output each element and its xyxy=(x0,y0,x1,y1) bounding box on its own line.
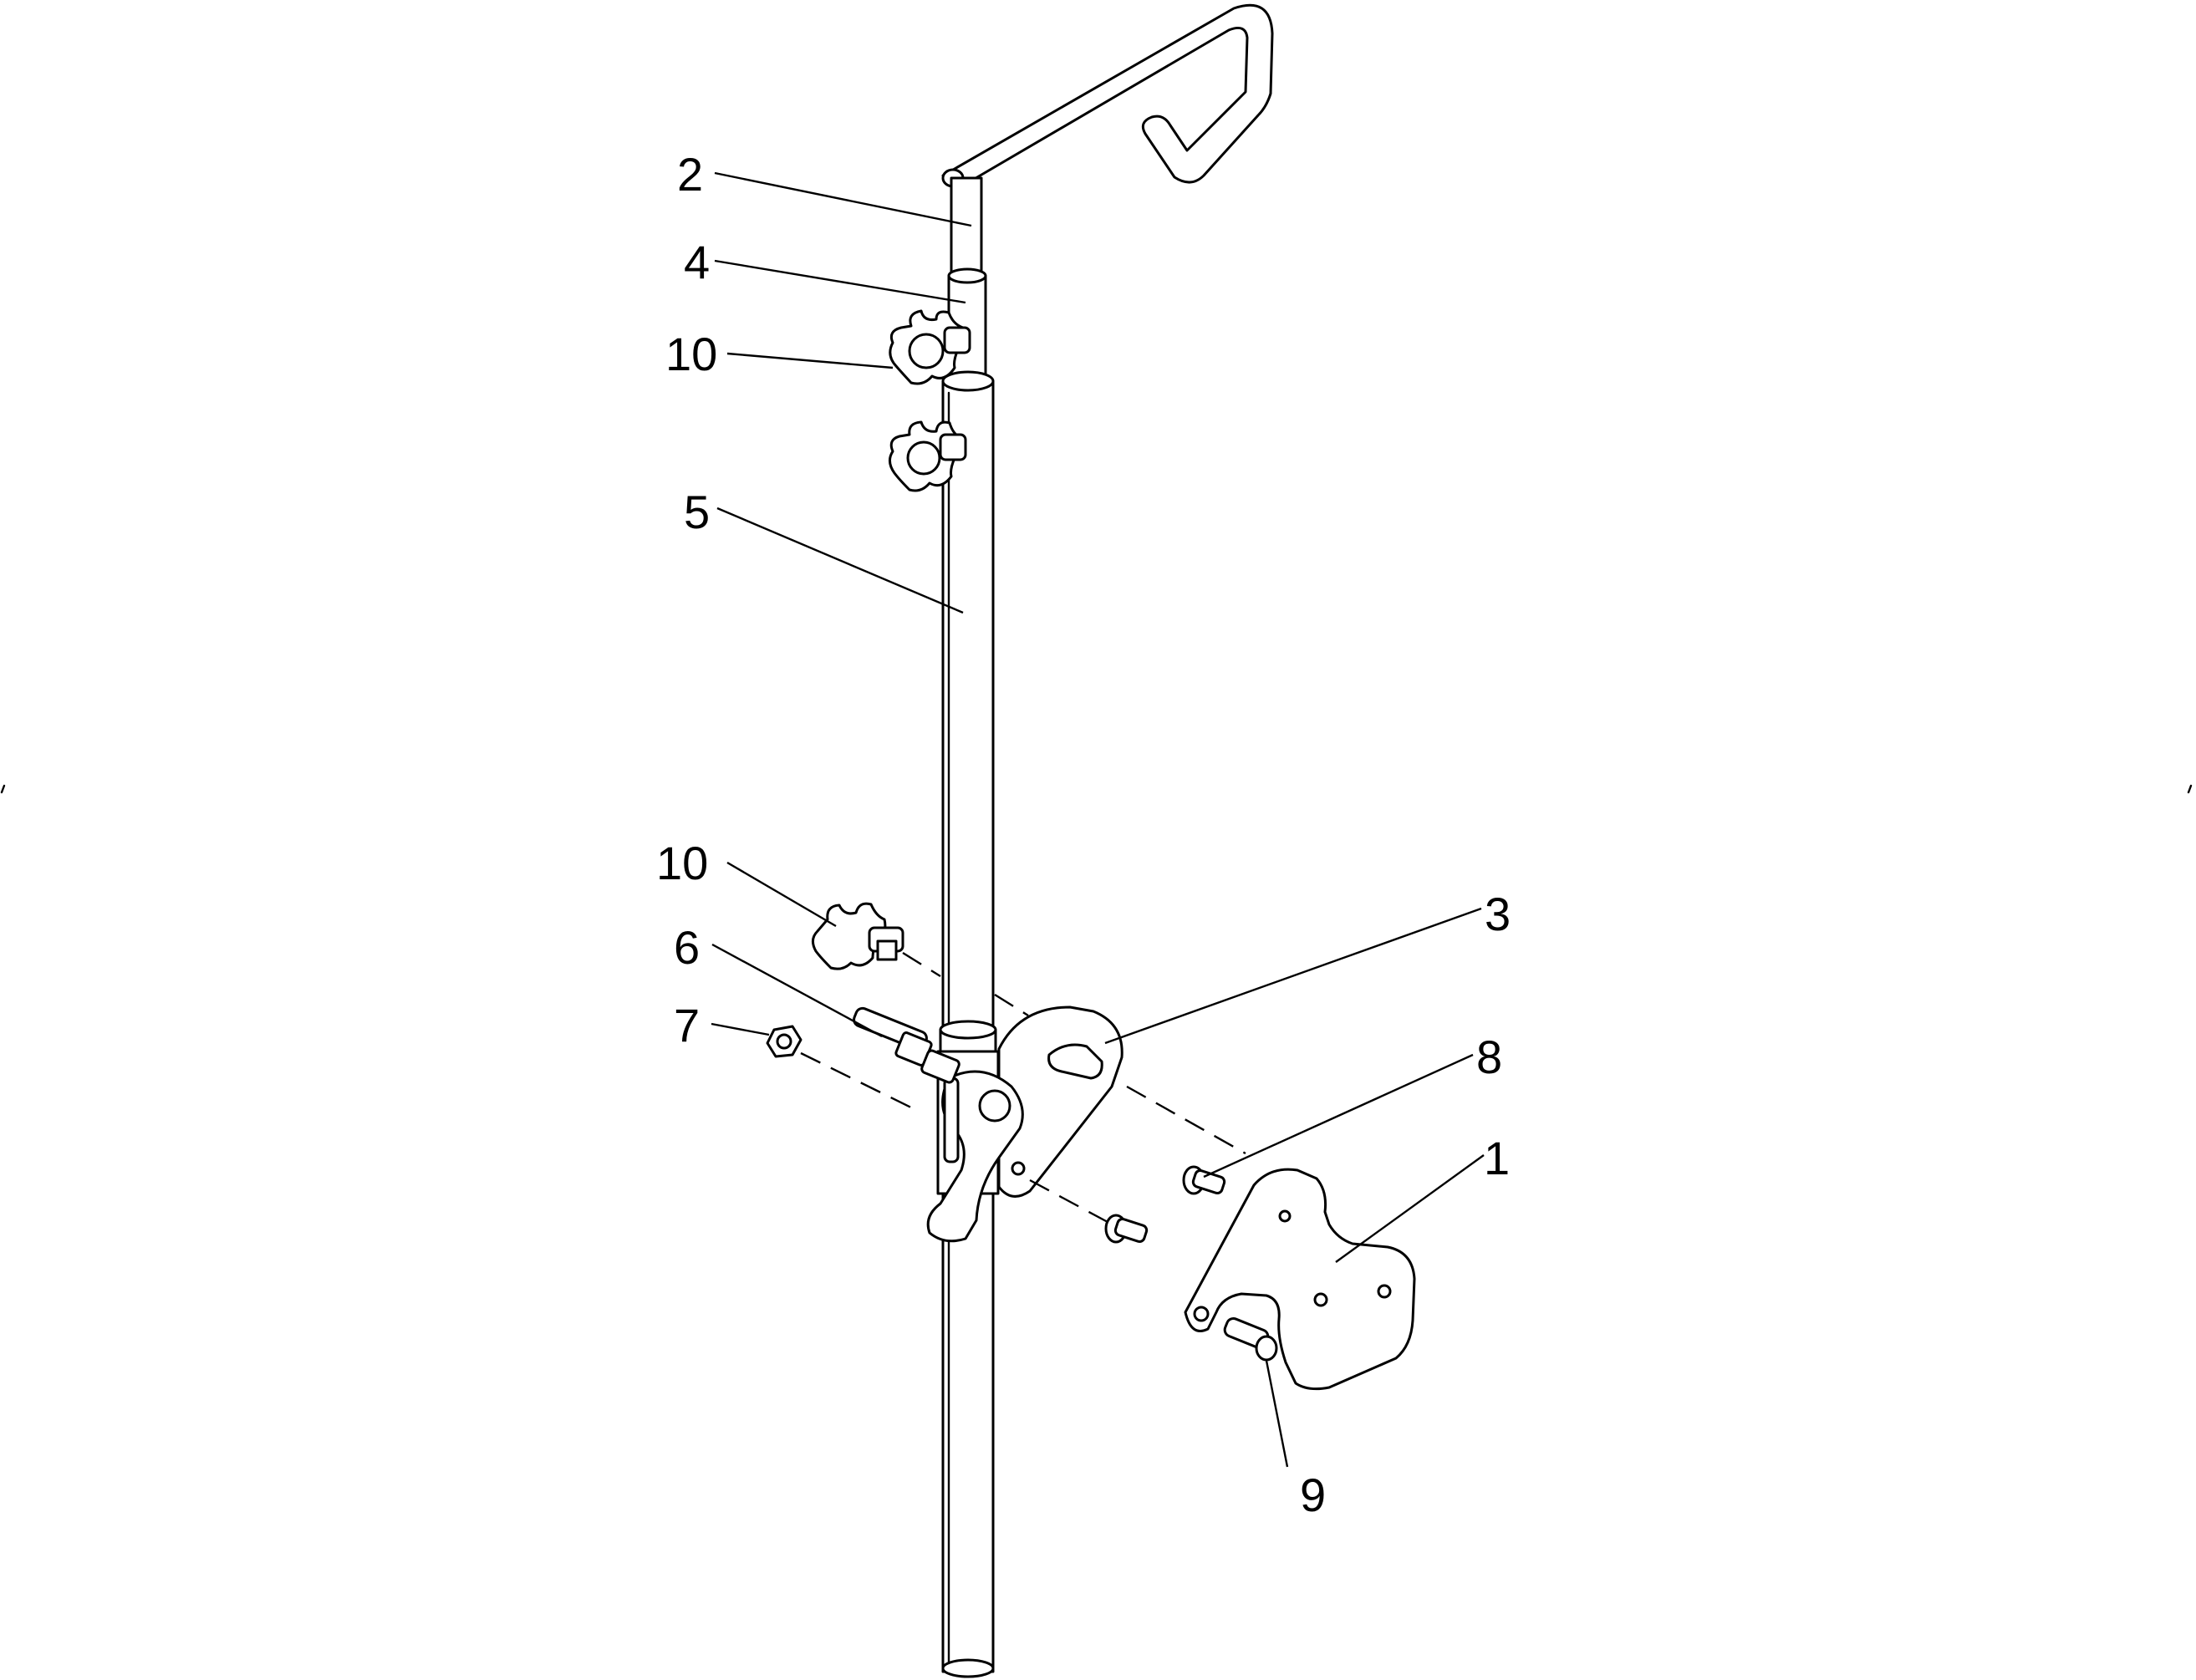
leader-lines xyxy=(711,171,1485,1468)
bracket-plate-part-3 xyxy=(997,1005,1123,1198)
hook-bar-part-2 xyxy=(941,3,1274,280)
main-tube-part-5 xyxy=(941,370,995,1051)
callout-3: 3 xyxy=(1485,888,1511,940)
screw-part-9 xyxy=(1223,1316,1278,1362)
callout-5: 5 xyxy=(684,486,710,538)
callout-6: 6 xyxy=(674,921,700,974)
star-knob-upper-part-10 xyxy=(889,309,971,385)
cam-lever xyxy=(926,1070,1024,1243)
star-knob-lower-part-10 xyxy=(812,902,904,970)
callout-2: 2 xyxy=(677,148,703,201)
lower-tube xyxy=(941,1185,995,1678)
callout-10-top: 10 xyxy=(665,328,717,380)
callout-4: 4 xyxy=(684,236,710,288)
nut-part-7 xyxy=(766,1025,802,1058)
callout-labels: 2 4 10 5 10 3 6 7 8 1 9 xyxy=(656,148,1511,1521)
callout-8: 8 xyxy=(1476,1031,1502,1083)
rivet-lower xyxy=(1104,1214,1149,1244)
assembly-axis-lines xyxy=(800,951,1246,1224)
rivet-part-8 xyxy=(1182,1165,1226,1195)
callout-7: 7 xyxy=(674,999,700,1051)
edge-tick-marks xyxy=(0,784,2193,794)
callout-1: 1 xyxy=(1484,1132,1510,1184)
star-knob-middle xyxy=(889,420,967,492)
bolt-part-6 xyxy=(853,1006,960,1084)
callout-10-bottom: 10 xyxy=(656,837,708,889)
mounting-plate-part-1 xyxy=(1184,1168,1416,1391)
callout-9: 9 xyxy=(1300,1469,1326,1521)
